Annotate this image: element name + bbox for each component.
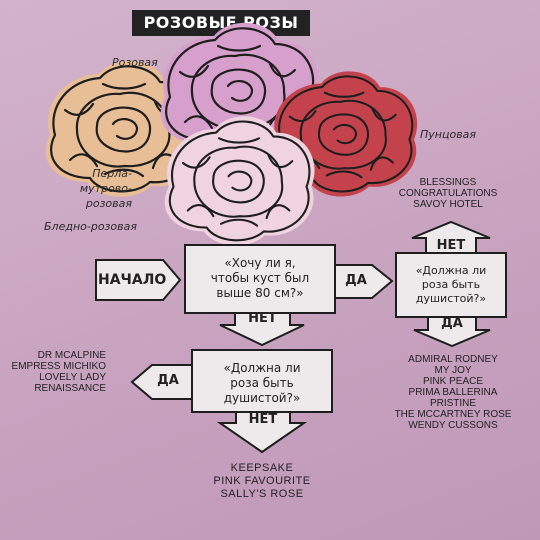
- rose-name: Savoy Hotel: [413, 199, 483, 210]
- yes-label-left: ДА: [157, 373, 179, 388]
- question-line: «Должна ли: [415, 264, 487, 277]
- label-pink-rose: Розовая: [112, 56, 158, 69]
- question-scent-right-text: «Должна ли роза быть душистой?»: [398, 264, 504, 306]
- yes-arrow-left: [130, 364, 193, 400]
- no-label-1: НЕТ: [248, 311, 277, 326]
- question-line: чтобы куст был: [210, 271, 310, 285]
- label-crimson-rose: Пунцовая: [420, 128, 477, 141]
- label-pearl-line3: розовая: [85, 197, 132, 210]
- rose-name: Congratulations: [398, 188, 498, 199]
- question-line: выше 80 см?»: [216, 286, 304, 300]
- label-pearl-line2: мутрово-: [79, 182, 132, 195]
- results-scent-short: Dr McAlpine Empress Michiko Lovely Lady …: [6, 350, 106, 394]
- rose-name: Blessings: [419, 177, 477, 188]
- label-pearl-line1: Перла-: [92, 167, 132, 180]
- yes-label-1: ДА: [345, 273, 367, 288]
- start-arrow: [95, 259, 182, 301]
- question-line: душистой?»: [415, 292, 487, 305]
- rose-name: Wendy Cussons: [408, 420, 498, 431]
- question-line: «Хочу ли я,: [224, 256, 296, 270]
- rose-name: Dr McAlpine: [37, 350, 106, 361]
- rose-name: Renaissance: [34, 383, 106, 394]
- results-no-scent-tall: Blessings Congratulations Savoy Hotel: [388, 177, 508, 210]
- yes-arrow-1: [334, 264, 394, 299]
- rose-name: Keepsake: [230, 462, 294, 474]
- no-arrow-1: [219, 312, 305, 347]
- rose-name: Pink Peace: [422, 376, 484, 387]
- rose-name: Pink Favourite: [213, 475, 311, 487]
- results-scent-tall: Admiral Rodney My Joy Pink Peace Prima B…: [385, 354, 521, 431]
- results-no-scent-short: Keepsake Pink Favourite Sally's Rose: [200, 462, 324, 501]
- rose-name: Prima Ballerina: [408, 387, 498, 398]
- yes-arrow-down: [413, 316, 491, 348]
- rose-name: Sally's Rose: [220, 488, 304, 500]
- question-box-scent-left: [191, 349, 333, 413]
- no-label-down: НЕТ: [248, 412, 278, 427]
- label-pearl-rose: Перла- мутрово- розовая: [42, 166, 132, 211]
- question-scent-left-text: «Должна ли роза быть душистой?»: [194, 361, 330, 406]
- rose-name: Lovely Lady: [39, 372, 106, 383]
- question-height-text: «Хочу ли я, чтобы куст был выше 80 см?»: [187, 256, 333, 301]
- yes-label-down: ДА: [441, 316, 463, 331]
- question-line: «Должна ли: [223, 361, 301, 375]
- question-line: роза быть: [230, 376, 294, 390]
- rose-name: Pristine: [429, 398, 477, 409]
- rose-name: My Joy: [434, 365, 472, 376]
- rose-name: Admiral Rodney: [408, 354, 498, 365]
- question-line: душистой?»: [223, 391, 301, 405]
- label-pale-rose: Бледно-розовая: [44, 220, 137, 233]
- no-label-up: НЕТ: [436, 238, 466, 253]
- pale-rose: [164, 116, 315, 246]
- peach-rose: [45, 60, 204, 197]
- start-label: НАЧАЛО: [98, 272, 167, 288]
- no-arrow-down: [216, 411, 308, 454]
- question-line: роза быть: [421, 278, 481, 291]
- rose-name: Empress Michiko: [11, 361, 106, 372]
- no-arrow-up: [411, 220, 491, 254]
- rose-name: The McCartney Rose: [394, 409, 512, 420]
